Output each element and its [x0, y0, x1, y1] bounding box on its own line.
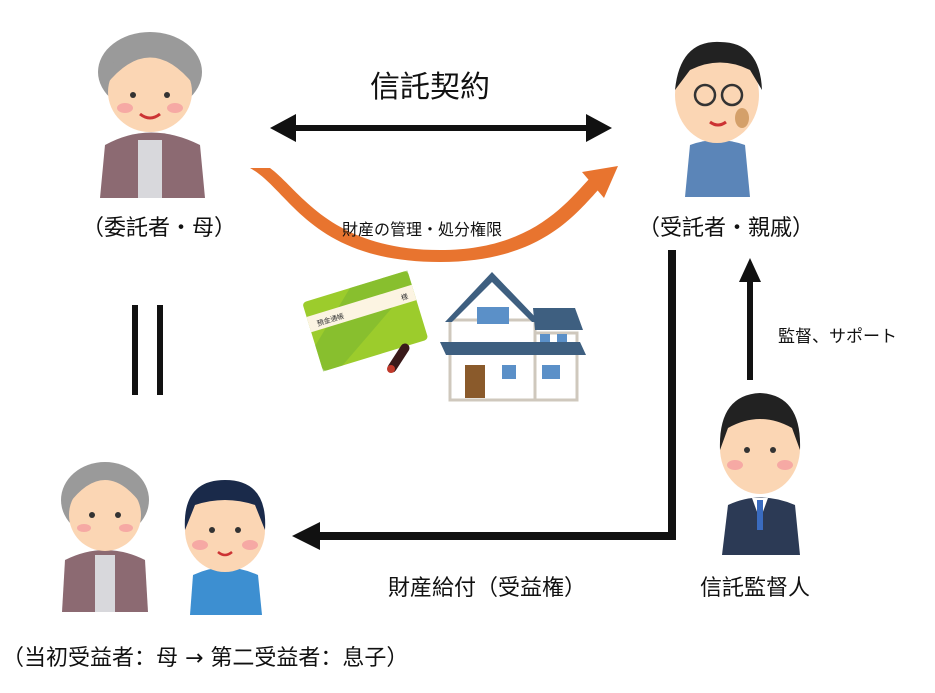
supervision-arrow	[739, 258, 761, 380]
trustee-label: （受託者・親戚）	[638, 216, 815, 241]
supervisor-label: 信託監督人	[700, 576, 811, 601]
contract-title: 信託契約	[370, 70, 490, 105]
trustee-relative-illustration	[675, 41, 762, 197]
beneficiary-mother-illustration	[61, 462, 149, 612]
benefit-label: 財産給付（受益権）	[388, 576, 587, 601]
benefit-arrow	[292, 250, 676, 550]
house-illustration	[440, 272, 586, 402]
beneficiary-label: （当初受益者：母 → 第二受益者：息子）	[2, 646, 409, 671]
beneficiary-son-illustration	[184, 480, 266, 615]
passbook-illustration: 預金通帳 様	[303, 270, 428, 372]
supervisor-illustration	[719, 393, 801, 555]
settlor-mother-illustration	[98, 32, 205, 198]
settlor-label: （委託者・母）	[82, 216, 237, 241]
transfer-label: 財産の管理・処分権限	[342, 220, 503, 239]
equals-sign	[132, 305, 163, 395]
supervision-label: 監督、サポート	[778, 327, 897, 347]
passbook-suffix: 様	[400, 292, 409, 303]
contract-double-arrow	[270, 114, 612, 142]
transfer-arc-arrow	[250, 166, 618, 262]
seal-stamp-icon	[387, 343, 410, 373]
